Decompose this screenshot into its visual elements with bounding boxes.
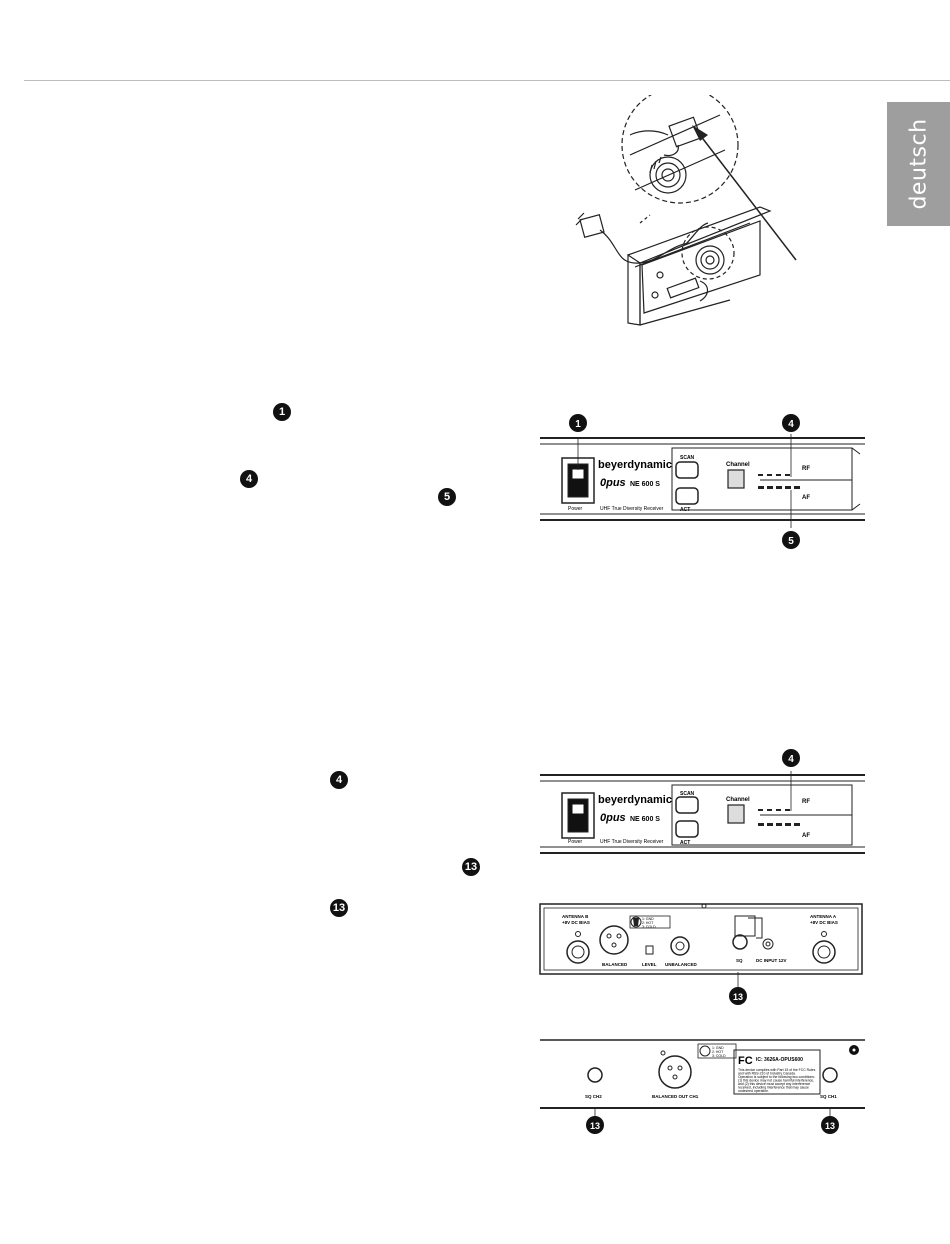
svg-text:13: 13 xyxy=(590,1121,600,1131)
description-label: UHF True Diversity Receiver xyxy=(600,506,664,512)
power-adapter-illustration xyxy=(575,95,797,326)
fcc-line: This device complies with Part 15 of the… xyxy=(738,1068,816,1072)
sq-ch1-label: SQ CH1 xyxy=(820,1094,837,1099)
balanced-label: BALANCED xyxy=(602,962,628,967)
fcc-line: Operation is subject to the following tw… xyxy=(738,1075,815,1079)
callout-13: 13 xyxy=(729,987,747,1005)
callout-4: 4 xyxy=(782,414,800,432)
af-label: AF xyxy=(802,495,810,501)
level-label: LEVEL xyxy=(642,962,657,967)
power-label: Power xyxy=(568,506,583,512)
xlr-pin-2: 2: HOT xyxy=(642,921,654,925)
dc-input-label: DC INPUT 12V xyxy=(756,958,787,963)
callout-1: 1 xyxy=(569,414,587,432)
model-label: NE 600 S xyxy=(630,816,660,823)
callout-5: 5 xyxy=(782,531,800,549)
fcc-line: and with RSS-210 of Industry Canada. xyxy=(738,1072,796,1076)
xlr-pin-2: 2: HOT xyxy=(712,1050,724,1054)
fcc-logo: FC xyxy=(738,1055,753,1067)
rear-panel-diagram: ANTENNA B +8V DC BIAS ANTENNA A +8V DC B… xyxy=(539,903,863,1005)
front-panel-diagram-2: beyerdynamic 0pus NE 600 S UHF True Dive… xyxy=(540,749,865,854)
unbalanced-label: UNBALANCED xyxy=(665,962,697,967)
svg-text:13: 13 xyxy=(733,992,743,1002)
act-label: ACT xyxy=(680,507,690,513)
callout-badge: 13 xyxy=(330,899,348,917)
brand-label: beyerdynamic xyxy=(598,459,672,471)
svg-text:1: 1 xyxy=(575,419,581,430)
fcc-line: and (2) this device must accept any inte… xyxy=(738,1082,810,1086)
power-label: Power xyxy=(568,839,583,845)
brand-label: beyerdynamic xyxy=(598,794,672,806)
fcc-line: received, including interference that ma… xyxy=(738,1086,809,1090)
callout-4: 4 xyxy=(782,749,800,767)
rf-label: RF xyxy=(802,466,810,472)
bias-a-label: +8V DC BIAS xyxy=(810,920,838,925)
fcc-line: (1) this device may not cause harmful in… xyxy=(738,1079,814,1083)
xlr-pin-1: 1: GND xyxy=(712,1046,724,1050)
svg-text:13: 13 xyxy=(825,1121,835,1131)
antenna-a-label: ANTENNA A xyxy=(810,914,837,919)
svg-text:4: 4 xyxy=(788,754,794,765)
description-label: UHF True Diversity Receiver xyxy=(600,839,664,845)
rear-panel-diagram-2: FC IC: 3626A-OPUS600 This device complie… xyxy=(540,1039,865,1134)
language-tab[interactable]: deutsch xyxy=(887,102,950,226)
sq-label: SQ xyxy=(736,958,743,963)
fcc-line: undesired operation. xyxy=(738,1089,769,1093)
callout-badge: 5 xyxy=(438,488,456,506)
callout-13: 13 xyxy=(821,1116,839,1134)
callout-badge: 1 xyxy=(273,403,291,421)
af-label: AF xyxy=(802,833,810,839)
channel-label: Channel xyxy=(726,462,750,468)
act-label: ACT xyxy=(680,840,690,846)
balanced-out-label: BALANCED OUT CH1 xyxy=(652,1094,699,1099)
front-panel-diagram: beyerdynamic 0pus NE 600 S UHF True Dive… xyxy=(540,414,865,549)
svg-text:5: 5 xyxy=(788,536,794,547)
model-logo: 0pus xyxy=(600,812,626,824)
callout-badge: 13 xyxy=(462,858,480,876)
antenna-b-label: ANTENNA B xyxy=(562,914,589,919)
xlr-pin-3: 3: COLD xyxy=(642,925,656,929)
model-logo: 0pus xyxy=(600,477,626,489)
bias-b-label: +8V DC BIAS xyxy=(562,920,590,925)
callout-13: 13 xyxy=(586,1116,604,1134)
language-tab-label: deutsch xyxy=(906,118,931,210)
channel-label: Channel xyxy=(726,797,750,803)
header-rule xyxy=(24,80,950,81)
ic-code: IC: 3626A-OPUS600 xyxy=(756,1057,803,1063)
xlr-pin-1: 1: GND xyxy=(642,917,654,921)
scan-label: SCAN xyxy=(680,455,695,461)
callout-badge: 4 xyxy=(240,470,258,488)
rf-label: RF xyxy=(802,799,810,805)
xlr-pin-3: 3: COLD xyxy=(712,1054,726,1058)
sq-ch2-label: SQ CH2 xyxy=(585,1094,602,1099)
callout-badge: 4 xyxy=(330,771,348,789)
scan-label: SCAN xyxy=(680,791,695,797)
svg-text:4: 4 xyxy=(788,419,794,430)
model-label: NE 600 S xyxy=(630,481,660,488)
